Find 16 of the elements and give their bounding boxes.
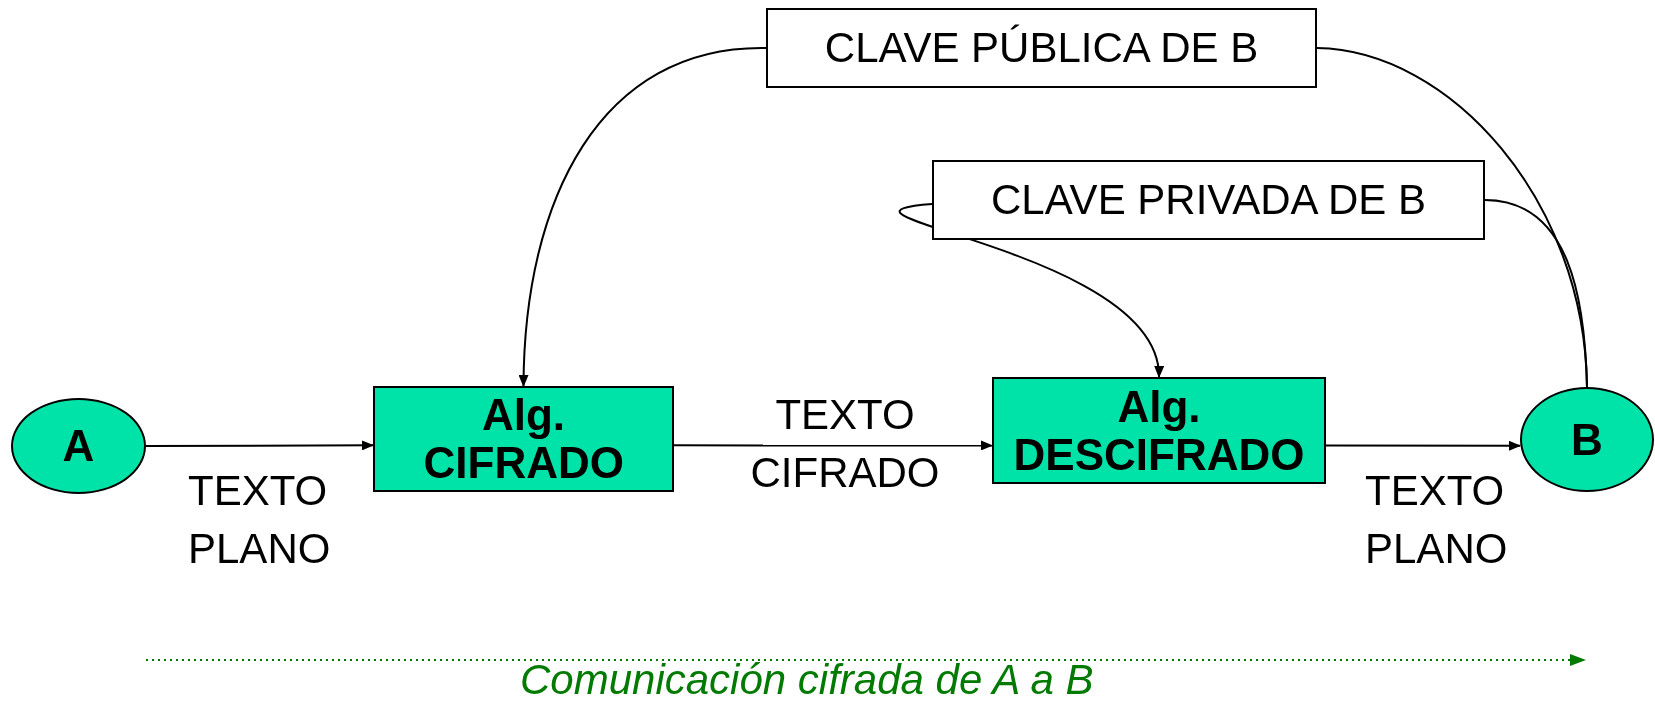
- curved-connector: [898, 203, 1162, 378]
- edge-label: TEXTO PLANO: [188, 466, 332, 574]
- process-box: Alg. DESCIFRADO: [992, 377, 1326, 484]
- arrow: [145, 440, 374, 451]
- key-box: CLAVE PRIVADA DE B: [932, 160, 1485, 240]
- process-box: Alg. CIFRADO: [373, 386, 674, 492]
- party-ellipse: A: [11, 398, 146, 494]
- edge-label: TEXTO CIFRADO: [749, 390, 941, 498]
- arrow: [1325, 440, 1521, 451]
- arrow: [673, 440, 993, 451]
- key-box: CLAVE PÚBLICA DE B: [766, 8, 1317, 88]
- caption-text: Comunicación cifrada de A a B: [520, 656, 1094, 704]
- curved-connector: [1484, 199, 1588, 388]
- party-ellipse: B: [1520, 387, 1654, 492]
- curved-connector: [518, 47, 767, 387]
- edge-label: TEXTO PLANO: [1365, 466, 1509, 574]
